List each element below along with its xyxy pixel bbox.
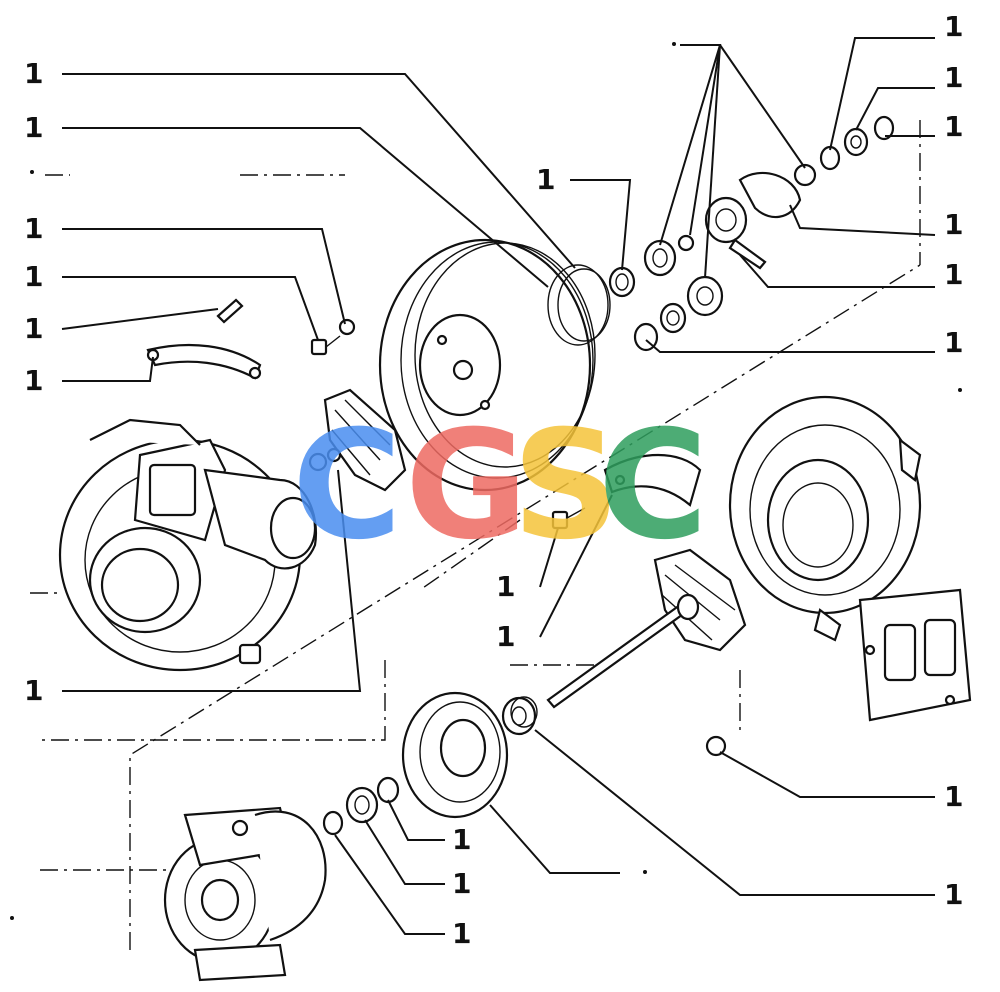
callout-label: 1 [24, 312, 43, 345]
watermark-letter-2: G [405, 399, 528, 573]
o-ring [547, 264, 611, 346]
watermark-letter-4: C [598, 399, 708, 573]
compressor-housing [58, 418, 318, 672]
callout-label: 1 [452, 917, 471, 950]
watermark-letter-3: S [512, 399, 620, 573]
callout-label: 1 [24, 212, 43, 245]
callout-label: 1 [496, 570, 515, 603]
assembly-axis-lines [30, 120, 921, 950]
callout-label: 1 [536, 163, 555, 196]
callout-label: 1 [944, 110, 963, 143]
callout-label: 1 [24, 111, 43, 144]
callout-label: 1 [452, 823, 471, 856]
leader-lines [61, 37, 936, 935]
callout-label: 1 [452, 867, 471, 900]
callout-label: 1 [496, 620, 515, 653]
callout-label: 1 [944, 61, 963, 94]
lock-nut [705, 735, 727, 757]
callout-label: 1 [944, 258, 963, 291]
compressor-wheel [308, 388, 407, 492]
seal-ring-stack [608, 115, 895, 352]
watermark-logo: C G S C [292, 399, 708, 573]
callout-label: 1 [944, 10, 963, 43]
callout-labels: 1 1 1 1 1 1 1 1 1 1 1 1 1 1 1 1 1 1 1 1 … [24, 10, 963, 950]
turbine-housing [728, 395, 972, 722]
compressor-backplate [378, 238, 596, 492]
callout-label: 1 [24, 260, 43, 293]
callout-label: 1 [944, 326, 963, 359]
callout-label: 1 [24, 57, 43, 90]
bearing-housing-cover [401, 691, 509, 819]
oil-deflector [603, 454, 702, 507]
callout-label: 1 [24, 364, 43, 397]
callout-label: 1 [944, 780, 963, 813]
bolt-and-washer [310, 318, 356, 356]
piston-ring-pair [501, 696, 538, 736]
callout-label: 1 [944, 208, 963, 241]
callout-label: 1 [944, 878, 963, 911]
center-housing [163, 806, 327, 982]
bottom-seal-parts [322, 776, 400, 836]
watermark-letter-1: C [292, 399, 402, 573]
callout-label: 1 [24, 674, 43, 707]
small-screw [216, 298, 244, 324]
turbine-wheel-shaft [546, 548, 747, 709]
tick-marks [10, 42, 962, 920]
small-bolt [551, 507, 586, 530]
clamp-strap [146, 343, 262, 380]
